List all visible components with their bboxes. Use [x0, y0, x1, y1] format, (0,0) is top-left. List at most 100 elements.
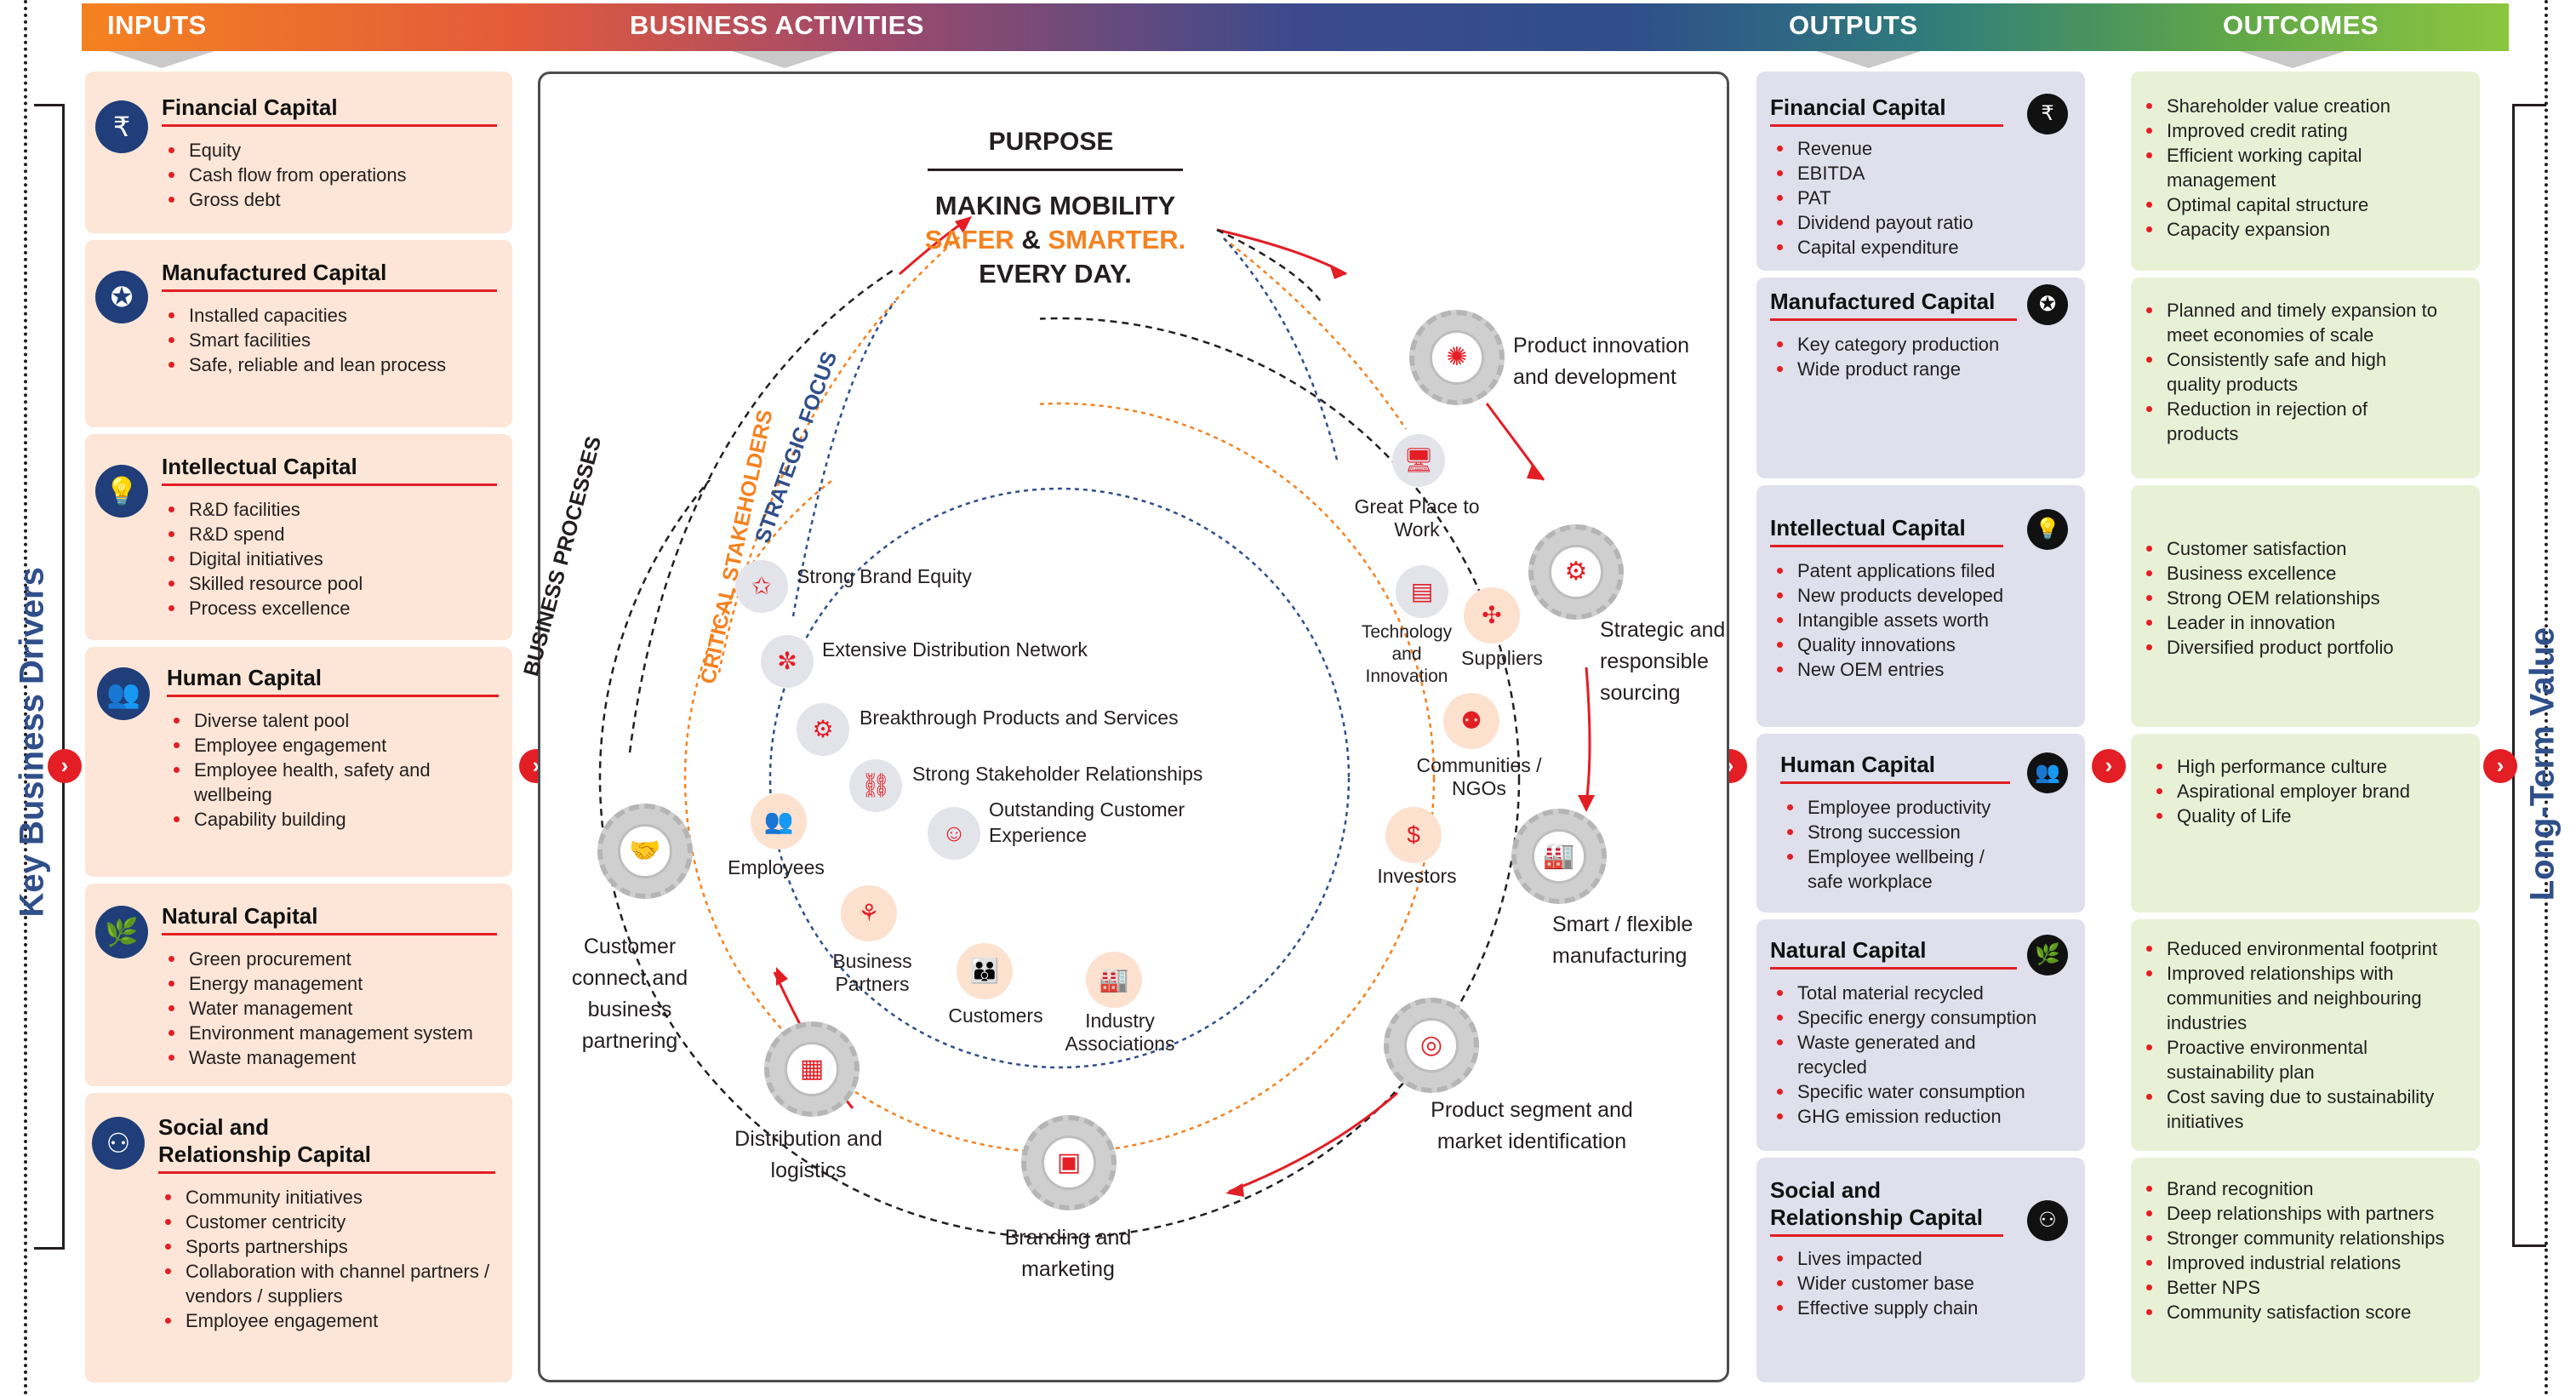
- list-item: Better NPS: [2139, 1275, 2476, 1300]
- input-card-human: 👥 Human Capital Diverse talent pool Empl…: [85, 647, 512, 877]
- process-label: Product segment and market identificatio…: [1431, 1098, 1633, 1153]
- list-item: Dividend payout ratio: [1770, 210, 1973, 235]
- list-item: Total material recycled: [1770, 981, 2076, 1005]
- lightbulb-gear-icon: ✺: [1430, 330, 1484, 385]
- innovation-icon: ⚙: [797, 703, 849, 756]
- output-title: Natural Capital: [1770, 937, 1927, 963]
- list-item: Capacity expansion: [2139, 217, 2471, 242]
- workplace-icon: 🖥: [1392, 434, 1445, 487]
- list-item: Brand recognition: [2139, 1176, 2476, 1201]
- list-item: Customer centricity: [158, 1210, 499, 1234]
- list-item: Employee productivity: [1780, 795, 2053, 820]
- stakeholder-label: Suppliers: [1461, 647, 1543, 669]
- list-item: Wider customer base: [1770, 1271, 1978, 1296]
- input-list: Installed capacities Smart facilities Sa…: [162, 303, 446, 377]
- input-card-manufactured: ✪ Manufactured Capital Installed capacit…: [85, 240, 512, 427]
- community-circles-icon: ⚇: [92, 1117, 145, 1170]
- employees-icon: 👥: [751, 793, 807, 850]
- process-label: Branding and marketing: [1004, 1226, 1132, 1281]
- strategic-focus-label: Outstanding Customer Experience: [989, 798, 1185, 846]
- list-item: High performance culture: [2150, 754, 2473, 779]
- list-item: Effective supply chain: [1770, 1296, 1978, 1320]
- header-pointer: [732, 51, 837, 68]
- output-card-intellectual: Intellectual Capital 💡 Patent applicatio…: [1756, 485, 2085, 727]
- process-gear: 🤝: [597, 804, 693, 899]
- community-icon: ⚉: [1443, 693, 1499, 749]
- list-item: New products developed: [1770, 583, 2003, 608]
- factory-badge-icon: ✪: [2027, 284, 2068, 325]
- process-label: Distribution and logistics: [734, 1127, 882, 1182]
- outcome-list: Shareholder value creation Improved cred…: [2139, 94, 2471, 242]
- header-pointer: [109, 51, 214, 68]
- list-item: Deep relationships with partners: [2139, 1201, 2476, 1226]
- stakeholder-label: Great Place to Work: [1354, 495, 1480, 541]
- list-item: Skilled resource pool: [162, 571, 363, 596]
- list-item: Green procurement: [162, 947, 473, 971]
- title-underline: [1780, 781, 2010, 784]
- list-item: Improved relationships with communities …: [2139, 961, 2447, 1035]
- list-item: Smart facilities: [162, 328, 446, 352]
- outcome-card-human: High performance culture Aspirational em…: [2131, 734, 2480, 913]
- outcome-list: Planned and timely expansion to meet eco…: [2139, 298, 2471, 446]
- chevron-right-icon: ›: [2483, 749, 2517, 783]
- output-title: Social and Relationship Capital: [1770, 1177, 1983, 1230]
- list-item: Intangible assets worth: [1770, 608, 2003, 632]
- list-item: Leader in innovation: [2139, 610, 2471, 635]
- stakeholder-label: Industry Associations: [1065, 1010, 1175, 1055]
- purpose-amp: &: [1014, 225, 1048, 255]
- list-item: Stronger community relationships: [2139, 1226, 2476, 1250]
- purpose-title: PURPOSE: [988, 128, 1114, 156]
- list-item: Diverse talent pool: [167, 708, 499, 733]
- chevron-right-icon: ›: [48, 749, 82, 783]
- outcome-card-intellectual: Customer satisfaction Business excellenc…: [2131, 485, 2480, 727]
- output-card-human: Human Capital 👥 Employee productivity St…: [1756, 734, 2085, 913]
- purpose-divider: [928, 169, 1183, 171]
- right-bracket-line: [2512, 104, 2515, 1247]
- left-bracket-line: [62, 104, 65, 1247]
- purpose-statement: MAKING MOBILITY SAFER & SMARTER. EVERY D…: [902, 189, 1208, 291]
- title-underline: [1770, 1234, 2003, 1237]
- right-bracket-top: [2512, 104, 2546, 106]
- list-item: Efficient working capital management: [2139, 143, 2422, 192]
- list-item: Employee engagement: [167, 733, 499, 758]
- header-inputs: INPUTS: [107, 10, 207, 40]
- list-item: Business excellence: [2139, 561, 2471, 586]
- output-card-social: Social and Relationship Capital ⚇ Lives …: [1756, 1158, 2085, 1382]
- list-item: Safe, reliable and lean process: [162, 352, 446, 377]
- input-list: R&D facilities R&D spend Digital initiat…: [162, 497, 363, 621]
- input-title: Natural Capital: [162, 903, 318, 929]
- people-group-icon: 👥: [2027, 752, 2068, 793]
- process-gear: ✺: [1409, 310, 1505, 405]
- list-item: Waste management: [162, 1045, 473, 1070]
- title-underline: [162, 124, 497, 127]
- list-item: Cost saving due to sustainability initia…: [2139, 1084, 2473, 1134]
- list-item: Improved credit rating: [2139, 118, 2471, 143]
- stakeholder-label: Communities / NGOs: [1416, 754, 1542, 799]
- title-underline: [1770, 545, 2003, 547]
- input-title: Human Capital: [167, 665, 323, 690]
- list-item: Optimal capital structure: [2139, 192, 2471, 217]
- list-item: Capital expenditure: [1770, 235, 1973, 260]
- process-label: Product innovation and development: [1513, 334, 1690, 389]
- input-card-natural: 🌿 Natural Capital Green procurement Ener…: [85, 884, 512, 1086]
- header-pointer: [2240, 51, 2345, 68]
- list-item: Customer satisfaction: [2139, 536, 2471, 561]
- outcome-card-financial: Shareholder value creation Improved cred…: [2131, 72, 2480, 271]
- chevron-right-icon: ›: [2092, 749, 2126, 783]
- right-bracket-bottom: [2512, 1244, 2546, 1247]
- list-item: Community satisfaction score: [2139, 1300, 2476, 1324]
- purpose-smarter: SMARTER.: [1048, 225, 1186, 255]
- output-card-natural: Natural Capital 🌿 Total material recycle…: [1756, 919, 2085, 1151]
- list-item: Waste generated and recycled: [1770, 1030, 2010, 1079]
- list-item: Energy management: [162, 971, 473, 996]
- rupee-stack-icon: ₹: [2027, 94, 2068, 134]
- key-business-drivers-label: Key Business Drivers: [13, 567, 51, 918]
- title-underline: [167, 695, 499, 697]
- rupee-stack-icon: ₹: [95, 100, 148, 153]
- list-item: Wide product range: [1770, 357, 1999, 381]
- strategic-focus-label: Strong Stakeholder Relationships: [912, 763, 1203, 785]
- list-item: Equity: [162, 138, 407, 163]
- list-item: R&D facilities: [162, 497, 363, 522]
- list-item: Water management: [162, 996, 473, 1021]
- output-title: Manufactured Capital: [1770, 289, 1996, 314]
